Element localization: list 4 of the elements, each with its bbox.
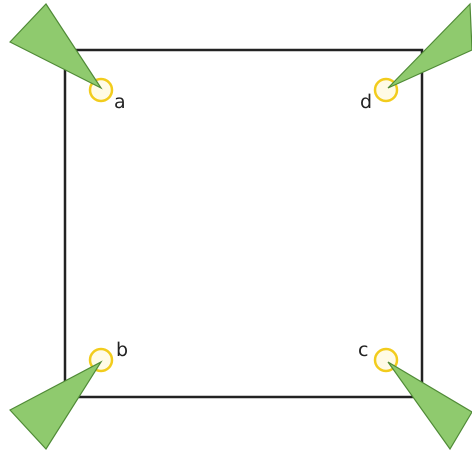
corner-label: d <box>360 92 372 112</box>
corner-label: c <box>358 340 368 360</box>
corner-label: b <box>116 340 128 360</box>
corner-label: a <box>114 92 126 112</box>
